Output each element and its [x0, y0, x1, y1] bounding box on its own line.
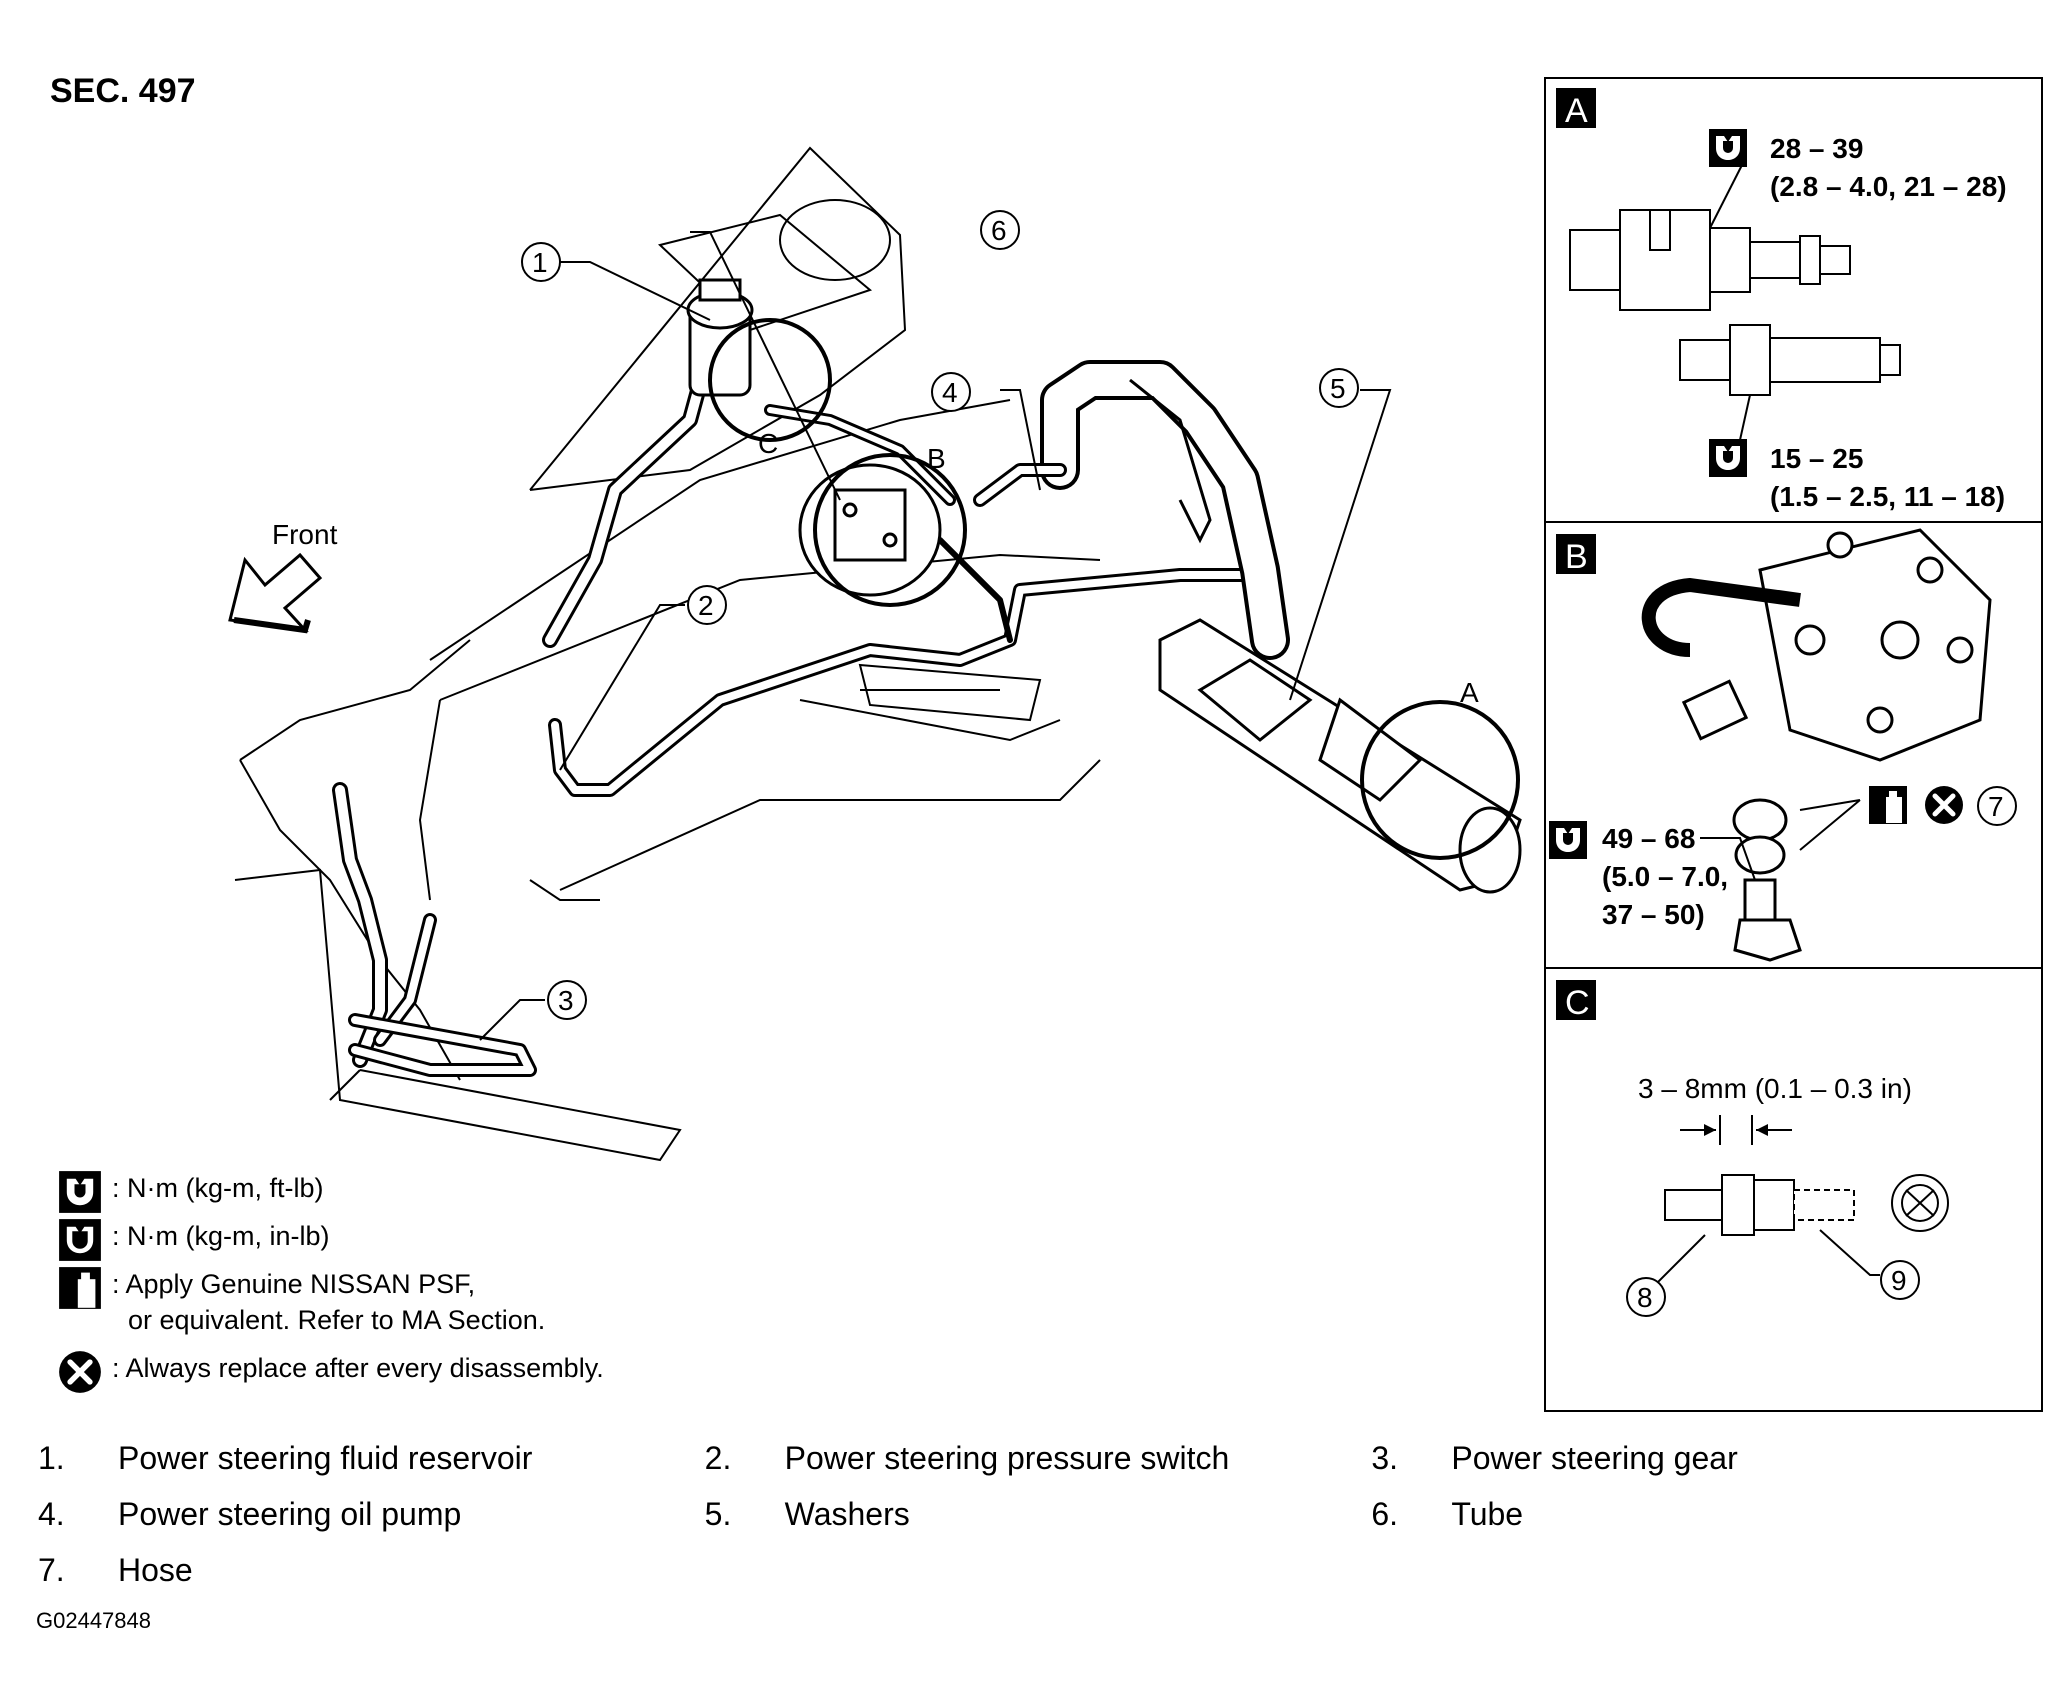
panel-a: A 28 – 39 (2.8 – 4.0, 21 – 28) 15 – 25 (…	[1556, 88, 2007, 512]
part-item: 6.Tube	[1371, 1496, 1524, 1532]
parts-list: 1.Power steering fluid reservoir 2.Power…	[38, 1440, 2038, 1608]
svg-text:B: B	[1565, 538, 1588, 576]
dimension-label: 3 – 8mm (0.1 – 0.3 in)	[1638, 1073, 1912, 1104]
callout-1: 1	[521, 242, 561, 282]
hose-bracket	[1129, 378, 1212, 544]
callout-6: 6	[980, 210, 1020, 250]
chassis-outline	[234, 146, 1101, 1162]
replace-icon	[56, 1350, 104, 1394]
panel-b: B 7 49 – 68 (5.0 – 7.0, 37 – 50)	[1549, 528, 2017, 962]
part-item: 3.Power steering gear	[1371, 1440, 1738, 1476]
part-item: 4.Power steering oil pump	[38, 1496, 462, 1532]
svg-text:(2.8 – 4.0, 21 – 28): (2.8 – 4.0, 21 – 28)	[1770, 171, 2007, 202]
svg-text:C: C	[1565, 984, 1590, 1022]
torque-ftlb-icon	[56, 1170, 104, 1214]
view-letter-a: A	[1460, 677, 1479, 708]
oil-pump	[798, 463, 942, 597]
callout-3: 3	[547, 980, 587, 1020]
callout-2: 2	[687, 585, 727, 625]
part-item: 5.Washers	[704, 1496, 910, 1532]
svg-text:15 – 25: 15 – 25	[1770, 443, 1863, 474]
legend-row-torque-inlb: : N·m (kg-m, in-lb)	[56, 1218, 604, 1266]
view-letter-b: B	[927, 443, 946, 474]
front-label: Front	[272, 519, 338, 550]
view-letter-c: C	[758, 428, 778, 459]
apply-fluid-icon	[56, 1266, 104, 1310]
callout-4: 4	[931, 372, 971, 412]
svg-text:1: 1	[532, 247, 548, 278]
legend-row-apply-fluid: : Apply Genuine NISSAN PSF, or equivalen…	[56, 1266, 604, 1350]
svg-text:4: 4	[942, 377, 958, 408]
svg-text:49 – 68: 49 – 68	[1602, 823, 1695, 854]
svg-text:5: 5	[1330, 373, 1346, 404]
svg-text:37 – 50): 37 – 50)	[1602, 899, 1705, 930]
legend-row-torque-ftlb: : N·m (kg-m, ft-lb)	[56, 1170, 604, 1218]
leader-lines	[479, 231, 1392, 1041]
svg-text:3: 3	[558, 985, 574, 1016]
callout-5: 5	[1319, 368, 1359, 408]
callout-9: 9	[1891, 1265, 1907, 1296]
hoses	[332, 302, 1290, 1077]
legend-row-replace: : Always replace after every disassembly…	[56, 1350, 604, 1398]
callout-7: 7	[1988, 791, 2004, 822]
front-arrow	[228, 552, 323, 634]
panel-c: C 3 – 8mm (0.1 – 0.3 in) 8 9	[1556, 980, 1949, 1317]
detail-panels	[1544, 77, 2043, 1412]
steering-gear	[1158, 618, 1522, 894]
part-item: 2.Power steering pressure switch	[704, 1440, 1230, 1476]
symbol-legend: : N·m (kg-m, ft-lb) : N·m (kg-m, in-lb) …	[56, 1170, 604, 1398]
part-item: 7.Hose	[38, 1552, 193, 1588]
detail-circles	[708, 318, 1520, 860]
svg-text:6: 6	[991, 215, 1007, 246]
svg-text:28 – 39: 28 – 39	[1770, 133, 1863, 164]
figure-code: G02447848	[36, 1608, 151, 1633]
svg-text:A: A	[1565, 92, 1588, 130]
svg-text:2: 2	[698, 590, 714, 621]
svg-text:(5.0 – 7.0,: (5.0 – 7.0,	[1602, 861, 1728, 892]
section-title: SEC. 497	[50, 72, 196, 110]
callout-8: 8	[1637, 1282, 1653, 1313]
svg-text:(1.5 – 2.5, 11 – 18): (1.5 – 2.5, 11 – 18)	[1770, 481, 2005, 512]
part-item: 1.Power steering fluid reservoir	[38, 1440, 533, 1476]
piping-diagram: C B A Front 1 6 4 5 2 3	[228, 77, 2043, 1412]
torque-inlb-icon	[56, 1218, 104, 1262]
